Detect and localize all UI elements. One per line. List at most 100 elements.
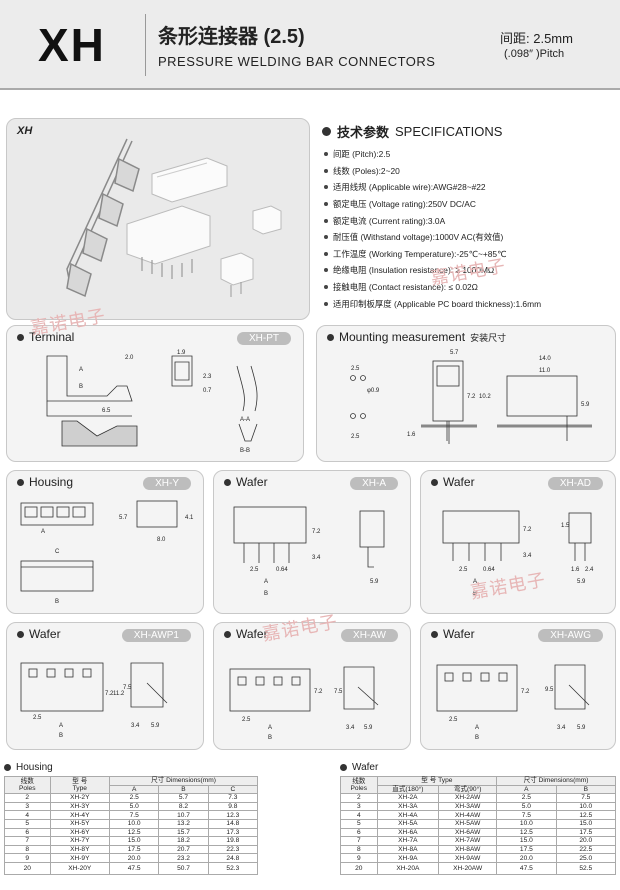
header-rule	[0, 88, 620, 90]
dim-label: A	[473, 579, 477, 585]
dim-label: 3.4	[523, 553, 532, 559]
wafer-a-title: Wafer	[224, 475, 268, 489]
dim-label: 2.5	[250, 567, 259, 573]
spec-item: 工作温度 (Working Temperature):-25℃~+85℃	[324, 246, 541, 263]
housing-table-title: Housing	[4, 762, 53, 773]
dim-label: 3.4	[312, 555, 321, 561]
bullet-icon	[322, 127, 331, 136]
dim-label: 3.4	[131, 723, 140, 729]
col-header: 直式(180°)	[376, 784, 440, 795]
dim-label: 4.1	[185, 515, 194, 521]
spec-item: 耐压值 (Withstand voltage):1000V AC(有效值)	[324, 229, 541, 246]
dim-label: B	[264, 591, 268, 597]
col-header: C	[207, 784, 259, 795]
dim-label: 10.2	[479, 394, 491, 400]
specifications-title: 技术参数 SPECIFICATIONS	[322, 122, 502, 141]
wafer-a-badge: XH-A	[350, 477, 398, 490]
dim-label: 8.0	[157, 537, 166, 543]
dim-label: B	[268, 735, 272, 741]
spec-title-cn: 技术参数	[337, 125, 390, 140]
dim-label: 2.5	[351, 434, 360, 440]
product-photo-panel: XH	[6, 118, 310, 320]
dim-label: 7.2	[521, 689, 530, 695]
wafer-awg-title: Wafer	[431, 627, 475, 641]
dim-label: 1.5	[561, 523, 570, 529]
col-header: 弯式(90°)	[438, 784, 498, 795]
wafer-awg-panel: Wafer XH-AWG 7.2 9.5 2.5 A B 3.4 5.9	[420, 622, 616, 750]
wafer-aw-badge: XH-AW	[341, 629, 398, 642]
wafer-awg-badge: XH-AWG	[538, 629, 603, 642]
series-logo: XH	[38, 19, 106, 71]
dim-label: 0.64	[483, 567, 495, 573]
dim-label: 5.9	[581, 402, 590, 408]
dim-label: 9.5	[545, 687, 554, 693]
dim-label: 7.5	[334, 689, 343, 695]
spec-item: 额定电压 (Voltage rating):250V DC/AC	[324, 196, 541, 213]
dim-label: 0.7	[203, 388, 212, 394]
wafer-aw-drawing: 7.2 7.5 2.5 A B 3.4 5.9	[229, 666, 379, 741]
dim-label: 11.0	[539, 368, 551, 374]
dim-label: 7.2	[312, 529, 321, 535]
wafer-ad-title: Wafer	[431, 475, 475, 489]
dim-label: A	[475, 725, 479, 731]
dim-label: 5.9	[370, 579, 379, 585]
dim-label: 2.4	[585, 567, 594, 573]
dim-label: 2.0	[125, 355, 134, 361]
dim-label: 5.9	[364, 725, 373, 731]
dim-label: 2.5	[242, 717, 251, 723]
dim-label: B	[59, 733, 63, 739]
title-en: PRESSURE WELDING BAR CONNECTORS	[158, 54, 436, 69]
dim-label: 2.5	[449, 717, 458, 723]
dim-label: A	[41, 529, 45, 535]
dim-label: 1.9	[177, 350, 186, 356]
dim-label: 7.5	[123, 685, 132, 691]
wafer-a-panel: Wafer XH-A 7.2 3.4 2.5 0.64 A B 5.9	[213, 470, 411, 614]
specifications-panel: 技术参数 SPECIFICATIONS 间距 (Pitch):2.5 线数 (P…	[318, 118, 614, 318]
col-header: A	[109, 784, 160, 795]
spec-item: 适用线规 (Applicable wire):AWG#28~#22	[324, 179, 541, 196]
dim-label: A	[264, 579, 268, 585]
spec-item: 间距 (Pitch):2.5	[324, 146, 541, 163]
housing-panel: Housing XH-Y 5.7 4.1 8.0 A C B	[6, 470, 204, 614]
dim-label: 0.64	[276, 567, 288, 573]
dim-label: B	[79, 384, 83, 390]
dim-label: B	[475, 735, 479, 741]
dim-label: 2.5	[33, 715, 42, 721]
wafer-aw-title: Wafer	[224, 627, 268, 641]
wafer-table-title: Wafer	[340, 762, 378, 773]
dim-label: C	[55, 549, 60, 555]
dim-label: B-B	[240, 448, 250, 454]
col-header: 型 号 Type	[376, 776, 498, 786]
wafer-a-drawing: 7.2 3.4 2.5 0.64 A B 5.9	[233, 506, 385, 597]
dim-label: 2.5	[351, 366, 360, 372]
terminal-badge: XH-PT	[237, 332, 291, 345]
dim-label: 3.4	[557, 725, 566, 731]
dim-label: 1.6	[407, 432, 416, 438]
dim-label: 2.3	[203, 374, 212, 380]
dim-label: 11.2	[113, 691, 125, 697]
dim-label: 3.4	[346, 725, 355, 731]
terminal-title: Terminal	[17, 330, 74, 344]
dim-label: 7.2	[523, 527, 532, 533]
wafer-aw-panel: Wafer XH-AW 7.2 7.5 2.5 A B 3.4 5.9	[213, 622, 411, 750]
col-header: B	[555, 784, 617, 795]
col-header: 尺寸 Dimensions(mm)	[109, 776, 258, 786]
